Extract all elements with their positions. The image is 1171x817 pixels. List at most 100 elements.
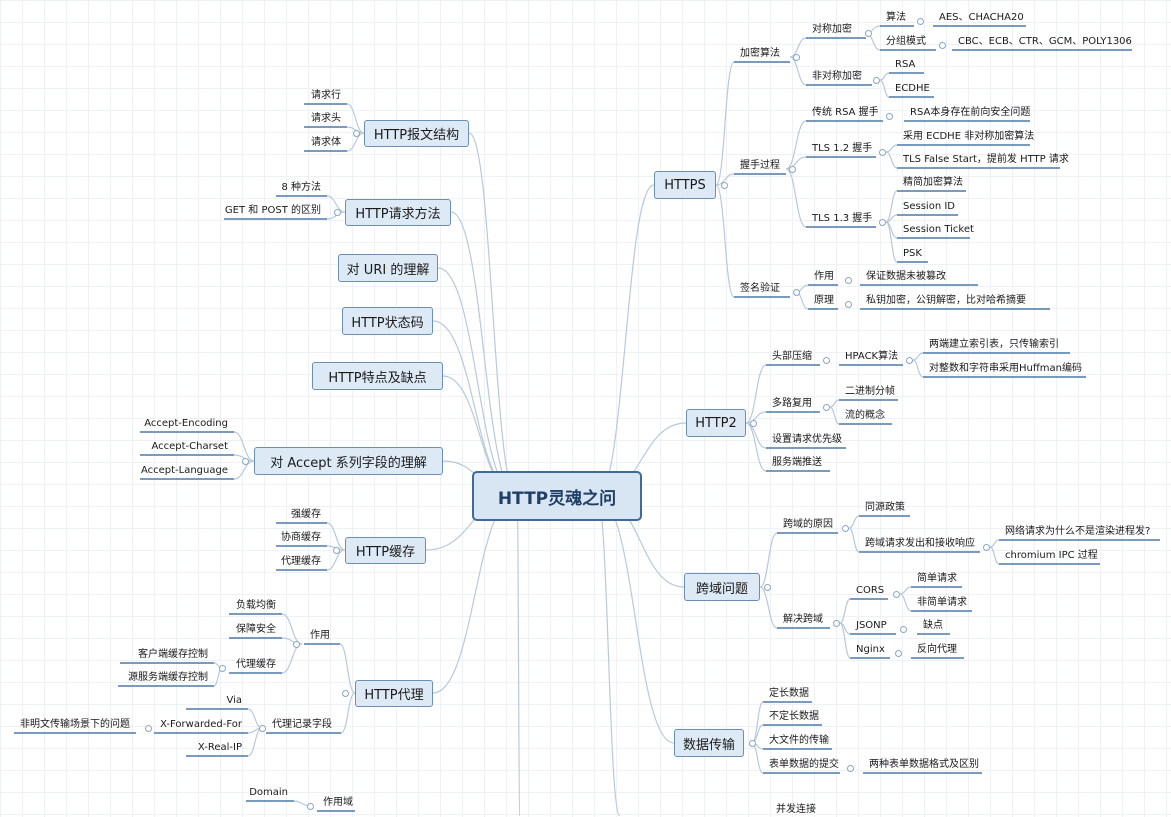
- leaf-via[interactable]: Via: [226, 695, 242, 706]
- leaf-cache-type[interactable]: 强缓存: [291, 509, 321, 520]
- leaf-binary-framing[interactable]: 二进制分帧: [845, 386, 895, 397]
- leaf-non-simple-request[interactable]: 非简单请求: [917, 597, 967, 608]
- collapse-toggle-icon[interactable]: [352, 129, 360, 137]
- node-symmetric[interactable]: 对称加密: [812, 24, 852, 35]
- leaf-large-file[interactable]: 大文件的传输: [769, 735, 829, 746]
- node-header-compression[interactable]: 头部压缩: [772, 351, 812, 362]
- topic-accept-fields[interactable]: 对 Accept 系列字段的理解: [254, 447, 443, 475]
- node-tls13-handshake[interactable]: TLS 1.3 握手: [812, 213, 873, 224]
- topic-data-transfer[interactable]: 数据传输: [674, 729, 744, 757]
- topic-uri[interactable]: 对 URI 的理解: [338, 254, 438, 282]
- leaf-stream-concept[interactable]: 流的概念: [845, 410, 885, 421]
- collapse-toggle-icon[interactable]: [832, 619, 840, 627]
- leaf-why-not-renderer[interactable]: 网络请求为什么不是渲染进程发?: [1005, 526, 1151, 537]
- collapse-toggle-icon[interactable]: [792, 53, 800, 61]
- leaf-sig-principle[interactable]: 私钥加密，公钥解密，比对哈希摘要: [866, 295, 1026, 306]
- leaf-concurrent-connections[interactable]: 并发连接: [776, 804, 816, 815]
- collapse-toggle-icon[interactable]: [749, 419, 757, 427]
- leaf-ecdhe-asym[interactable]: 采用 ECDHE 非对称加密算法: [903, 131, 1035, 142]
- leaf-session-ticket[interactable]: Session Ticket: [903, 224, 974, 235]
- node-encryption-algorithms[interactable]: 加密算法: [740, 48, 780, 59]
- root-topic[interactable]: HTTP灵魂之问: [472, 471, 642, 521]
- topic-http-methods[interactable]: HTTP请求方法: [345, 199, 451, 226]
- leaf-x-real-ip[interactable]: X-Real-IP: [197, 742, 242, 753]
- topic-http-message-structure[interactable]: HTTP报文结构: [364, 120, 469, 147]
- collapse-toggle-icon[interactable]: [844, 300, 852, 308]
- collapse-toggle-icon[interactable]: [332, 546, 340, 554]
- collapse-toggle-icon[interactable]: [292, 640, 300, 648]
- topic-http-features[interactable]: HTTP特点及缺点: [312, 362, 443, 390]
- collapse-toggle-icon[interactable]: [763, 583, 771, 591]
- leaf-form-formats[interactable]: 两种表单数据格式及区别: [869, 759, 979, 770]
- collapse-toggle-icon[interactable]: [864, 29, 872, 37]
- collapse-toggle-icon[interactable]: [846, 764, 854, 772]
- leaf-origin-cache-control[interactable]: 源服务端缓存控制: [128, 672, 208, 683]
- topic-http-proxy[interactable]: HTTP代理: [355, 680, 433, 707]
- node-signature-verify[interactable]: 签名验证: [740, 283, 780, 294]
- leaf-load-balance[interactable]: 负载均衡: [236, 600, 276, 611]
- collapse-toggle-icon[interactable]: [982, 543, 990, 551]
- leaf-accept-field[interactable]: Accept-Charset: [151, 441, 228, 452]
- collapse-toggle-icon[interactable]: [341, 689, 349, 697]
- collapse-toggle-icon[interactable]: [748, 739, 756, 747]
- node-cors-reason[interactable]: 跨域的原因: [783, 519, 833, 530]
- collapse-toggle-icon[interactable]: [792, 288, 800, 296]
- leaf-message-part[interactable]: 请求体: [311, 137, 341, 148]
- topic-https[interactable]: HTTPS: [654, 171, 716, 199]
- leaf-rsa-forward-secrecy[interactable]: RSA本身存在前向安全问题: [910, 107, 1031, 118]
- collapse-toggle-icon[interactable]: [872, 76, 880, 84]
- leaf-integrity[interactable]: 保证数据未被篡改: [866, 271, 946, 282]
- collapse-toggle-icon[interactable]: [916, 17, 924, 25]
- leaf-huffman[interactable]: 对整数和字符串采用Huffman编码: [929, 363, 1082, 374]
- collapse-toggle-icon[interactable]: [938, 41, 946, 49]
- collapse-toggle-icon[interactable]: [892, 590, 900, 598]
- node-block-mode[interactable]: 分组模式: [886, 36, 926, 47]
- leaf-variable-length[interactable]: 不定长数据: [769, 711, 819, 722]
- leaf-non-plaintext-problem[interactable]: 非明文传输场景下的问题: [20, 719, 130, 730]
- leaf-psk[interactable]: PSK: [903, 248, 922, 259]
- node-cors[interactable]: CORS: [856, 585, 885, 596]
- collapse-toggle-icon[interactable]: [878, 218, 886, 226]
- collapse-toggle-icon[interactable]: [841, 524, 849, 532]
- topic-http2[interactable]: HTTP2: [686, 409, 746, 437]
- node-algorithm[interactable]: 算法: [886, 12, 906, 23]
- node-nginx[interactable]: Nginx: [856, 644, 885, 655]
- node-handshake[interactable]: 握手过程: [740, 160, 780, 171]
- leaf-fixed-length[interactable]: 定长数据: [769, 688, 809, 699]
- leaf-accept-field[interactable]: Accept-Encoding: [144, 418, 228, 429]
- collapse-toggle-icon[interactable]: [894, 649, 902, 657]
- leaf-cache-type[interactable]: 协商缓存: [281, 532, 321, 543]
- node-proxy-fields[interactable]: 代理记录字段: [272, 719, 332, 730]
- leaf-message-part[interactable]: 请求行: [311, 90, 341, 101]
- collapse-toggle-icon[interactable]: [144, 724, 152, 732]
- collapse-toggle-icon[interactable]: [878, 148, 886, 156]
- leaf-rsa[interactable]: RSA: [895, 59, 916, 70]
- node-proxy-cache[interactable]: 代理缓存: [236, 659, 276, 670]
- leaf-get-post-diff[interactable]: GET 和 POST 的区别: [224, 205, 321, 216]
- collapse-toggle-icon[interactable]: [258, 724, 266, 732]
- leaf-jsonp-drawback[interactable]: 缺点: [923, 620, 943, 631]
- collapse-toggle-icon[interactable]: [788, 165, 796, 173]
- leaf-server-push[interactable]: 服务端推送: [772, 457, 822, 468]
- leaf-priority[interactable]: 设置请求优先级: [772, 434, 842, 445]
- node-asymmetric[interactable]: 非对称加密: [812, 71, 862, 82]
- node-proxy-role[interactable]: 作用: [310, 630, 330, 641]
- collapse-toggle-icon[interactable]: [306, 802, 314, 810]
- collapse-toggle-icon[interactable]: [885, 112, 893, 120]
- leaf-simplified-ciphers[interactable]: 精简加密算法: [903, 177, 963, 188]
- node-sig-principle[interactable]: 原理: [814, 295, 834, 306]
- leaf-cache-type[interactable]: 代理缓存: [281, 556, 321, 567]
- collapse-toggle-icon[interactable]: [822, 403, 830, 411]
- node-rsa-handshake[interactable]: 传统 RSA 握手: [812, 107, 879, 118]
- collapse-toggle-icon[interactable]: [905, 356, 913, 364]
- collapse-toggle-icon[interactable]: [720, 181, 728, 189]
- node-multiplexing[interactable]: 多路复用: [772, 398, 812, 409]
- collapse-toggle-icon[interactable]: [218, 664, 226, 672]
- leaf-message-part[interactable]: 请求头: [311, 113, 341, 124]
- node-x-forwarded-for[interactable]: X-Forwarded-For: [160, 719, 242, 730]
- collapse-toggle-icon[interactable]: [899, 625, 907, 633]
- leaf-chromium-ipc[interactable]: chromium IPC 过程: [1005, 550, 1098, 561]
- leaf-ecdhe[interactable]: ECDHE: [895, 83, 930, 94]
- collapse-toggle-icon[interactable]: [241, 457, 249, 465]
- node-hpack[interactable]: HPACK算法: [845, 351, 899, 362]
